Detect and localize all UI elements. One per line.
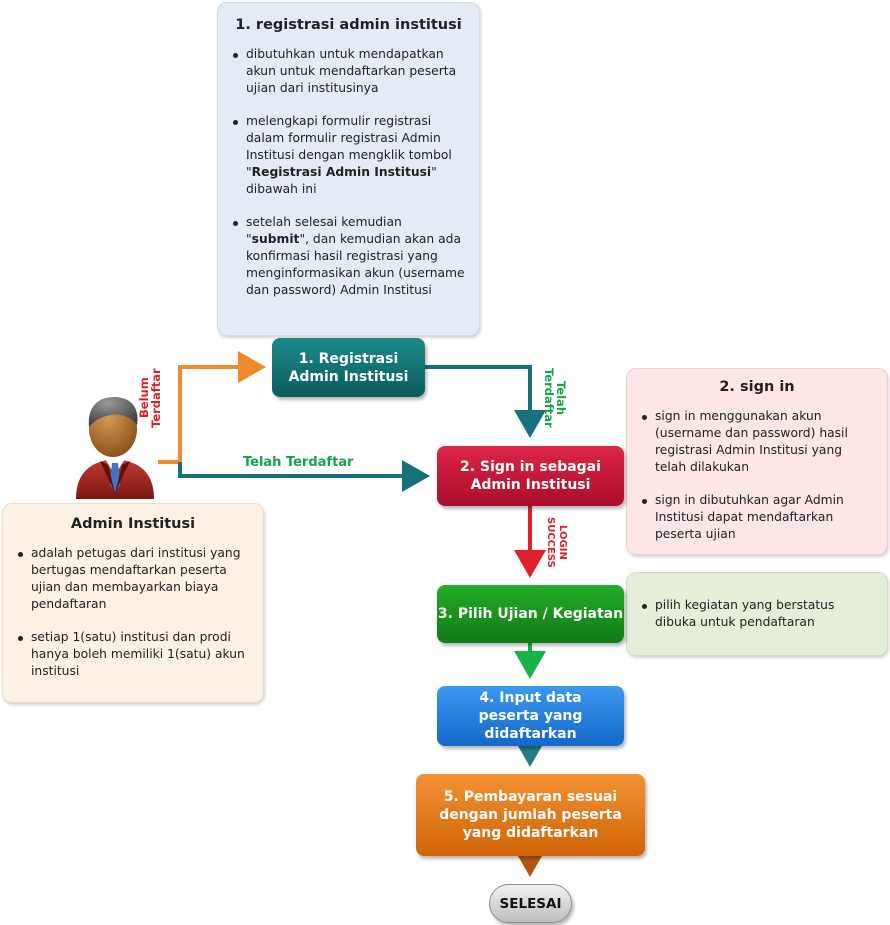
arrow-registrasi-to-signin: [425, 365, 546, 438]
note-registrasi-title: 1. registrasi admin institusi: [235, 17, 462, 33]
node-signin[interactable]: 2. Sign in sebagai Admin Institusi: [437, 446, 624, 506]
arrow-telah-terdaftar-horizontal: [178, 460, 430, 492]
label-telah-terdaftar-horizontal: Telah Terdaftar: [243, 455, 354, 470]
node-registrasi[interactable]: 1. Registrasi Admin Institusi: [272, 338, 425, 397]
note-admin-bullet-1: adalah petugas dari institusi yang bertu…: [17, 545, 249, 613]
note-signin: 2. sign in sign in menggunakan akun (use…: [626, 368, 888, 555]
node-pilih-ujian[interactable]: 3. Pilih Ujian / Kegiatan: [437, 585, 624, 643]
admin-person-icon: [76, 397, 154, 499]
note-pilih: pilih kegiatan yang berstatus dibuka unt…: [626, 572, 888, 656]
submit-ref: submit: [251, 232, 300, 246]
note-pilih-bullet-1: pilih kegiatan yang berstatus dibuka unt…: [641, 597, 873, 631]
note-signin-bullet-2: sign in dibutuhkan agar Admin Institusi …: [641, 492, 873, 543]
note-admin-institusi: Admin Institusi adalah petugas dari inst…: [2, 503, 264, 703]
node-input-data[interactable]: 4. Input data peserta yang didaftarkan: [437, 686, 624, 746]
note-signin-title: 2. sign in: [719, 379, 795, 395]
registrasi-button-ref: Registrasi Admin Institusi: [251, 165, 432, 179]
node-selesai[interactable]: SELESAI: [489, 884, 572, 923]
note-registrasi: 1. registrasi admin institusi dibutuhkan…: [217, 2, 480, 336]
note-registrasi-bullet-3: setelah selesai kemudian "submit", dan k…: [232, 214, 465, 299]
note-admin-bullet-2: setiap 1(satu) institusi dan prodi hanya…: [17, 629, 249, 680]
note-admin-title: Admin Institusi: [70, 516, 196, 532]
label-telah-terdaftar-vertical: Telah Terdaftar: [542, 368, 568, 428]
note-registrasi-bullet-2: melengkapi formulir registrasi dalam for…: [232, 113, 465, 198]
node-pembayaran[interactable]: 5. Pembayaran sesuai dengan jumlah peser…: [416, 774, 645, 856]
label-login-success: LOGIN SUCCESS: [545, 516, 568, 568]
note-signin-bullet-1: sign in menggunakan akun (username dan p…: [641, 408, 873, 476]
arrow-belum-terdaftar: [158, 351, 266, 464]
note-registrasi-bullet-1: dibutuhkan untuk mendapatkan akun untuk …: [232, 46, 465, 97]
label-belum-terdaftar: Belum Terdaftar: [137, 368, 163, 428]
